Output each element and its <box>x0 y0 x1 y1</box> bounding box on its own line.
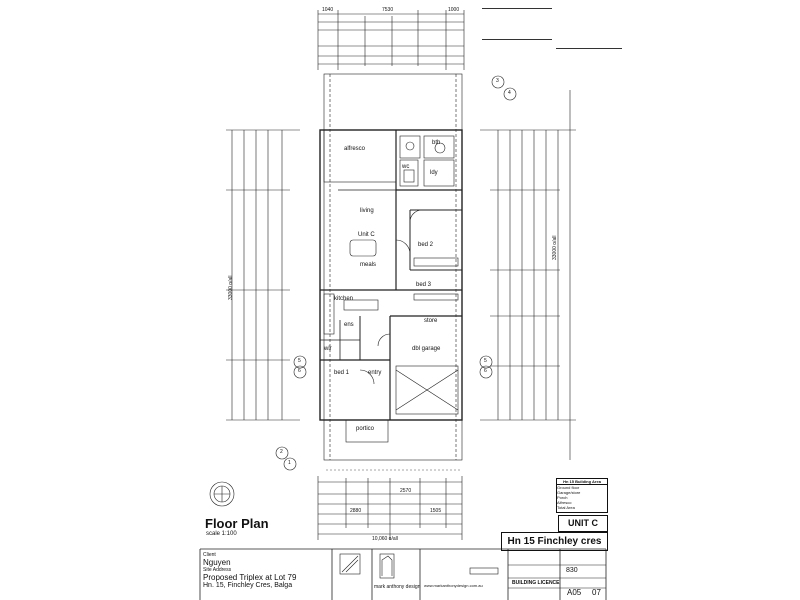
client-caption: Client <box>203 552 216 558</box>
area-row: Alfresco <box>557 500 572 505</box>
section-marker-right-b: 6 <box>484 368 487 374</box>
dim-right-total: 33000 o/all <box>552 235 558 260</box>
dim-left-total: 33000 o/all <box>228 275 234 300</box>
area-row: Ground floor <box>557 485 580 490</box>
room-bed3: bed 3 <box>416 282 432 288</box>
certification-label: BUILDING LICENCE <box>512 580 560 586</box>
room-alfresco: alfresco <box>344 146 366 152</box>
room-bth: bth <box>432 140 441 146</box>
room-store: store <box>424 318 438 324</box>
company-name: mark anthony design <box>374 584 421 590</box>
area-row: Garage/store <box>557 490 581 495</box>
room-kitchen: kitchen <box>334 296 354 302</box>
room-entry: entry <box>368 370 382 376</box>
section-marker-bottom-b: 1 <box>288 460 291 466</box>
room-ldy: ldy <box>430 170 438 176</box>
unit-label: UNIT C <box>558 515 608 532</box>
address-label: Hn 15 Finchley cres <box>501 532 608 551</box>
room-unit-c: Unit C <box>358 232 375 238</box>
section-marker-left-a: 5 <box>298 358 301 364</box>
site-caption: Site Address <box>203 567 232 573</box>
company-website: www.markanthonydesign.com.au <box>424 583 483 588</box>
area-row: Porch <box>557 495 568 500</box>
sheet-number: A05 <box>567 588 582 597</box>
dim-top-total: 7530 <box>382 7 394 13</box>
dim-bottom-b: 1505 <box>430 508 442 514</box>
room-wc: wc <box>402 164 410 170</box>
project-address: Hn. 15, Finchley Cres, Balga <box>203 582 293 589</box>
section-marker-left-b: 6 <box>298 368 301 374</box>
area-row: Total Area <box>557 505 575 510</box>
room-bed2: bed 2 <box>418 242 434 248</box>
client-name: Nguyen <box>203 558 231 567</box>
floor-plan-scale: scale 1:100 <box>206 531 237 537</box>
section-marker-right-a: 5 <box>484 358 487 364</box>
dim-bottom-total: 10,060 o/all <box>372 536 398 542</box>
specification-notes <box>556 8 622 88</box>
building-area-table: Hn 15 Building Area Ground floor Garage/… <box>556 478 608 513</box>
section-marker-bottom-a: 2 <box>280 449 283 455</box>
job-number: 830 <box>566 567 578 574</box>
room-wir: wir <box>324 346 332 352</box>
sheet-total: 07 <box>592 588 601 597</box>
floor-plan-title: Floor Plan <box>205 516 269 531</box>
section-marker-top-b: 4 <box>508 90 511 96</box>
room-ens: ens <box>344 322 354 328</box>
room-dbl-garage: dbl garage <box>412 346 441 352</box>
dim-bottom-a: 2570 <box>400 488 412 494</box>
room-meals: meals <box>360 262 377 268</box>
section-marker-top-a: 3 <box>496 78 499 84</box>
dim-top-right: 1000 <box>448 7 460 13</box>
room-living: living <box>360 208 374 214</box>
general-notes <box>482 8 552 94</box>
building-area-heading: Hn 15 Building Area <box>557 479 607 485</box>
room-bed1: bed 1 <box>334 370 350 376</box>
dim-bottom-c: 2880 <box>350 508 362 514</box>
project-title: Proposed Triplex at Lot 79 <box>203 573 297 582</box>
room-portico: portico <box>356 426 375 432</box>
dim-top-left: 1040 <box>322 7 334 13</box>
